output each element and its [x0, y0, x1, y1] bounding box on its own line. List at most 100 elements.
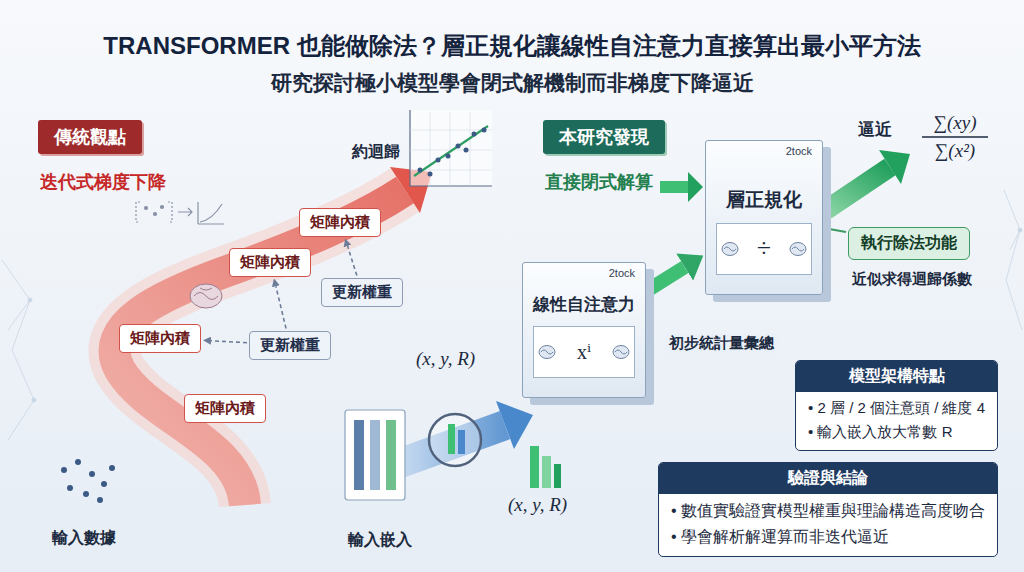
brain-icon — [612, 343, 630, 361]
green-bars — [530, 446, 561, 488]
dot — [482, 128, 487, 133]
chart-dots — [418, 128, 487, 177]
embedding-card — [345, 410, 405, 500]
dot — [464, 148, 469, 153]
connector — [276, 286, 286, 328]
chart-ground — [410, 110, 492, 186]
formula-numerator: ∑(xy) — [933, 112, 976, 135]
brain-fold — [615, 350, 627, 354]
bar — [530, 446, 539, 488]
connector — [648, 267, 685, 290]
brain-fold — [724, 247, 736, 251]
node-text: 更新權重 — [260, 336, 320, 355]
arrow-shaft — [660, 181, 688, 193]
node-text: 矩陣內積 — [195, 399, 255, 418]
arrow-head — [688, 172, 703, 202]
fraction-bar — [922, 136, 988, 138]
dot — [109, 465, 115, 471]
red-flow-glow — [115, 190, 405, 505]
brain-fold — [792, 247, 804, 251]
network-line — [2, 260, 34, 440]
node-text: 2tock — [533, 267, 635, 279]
callout-box: 執行除法功能 — [848, 227, 970, 260]
bracket — [136, 202, 172, 222]
magnifier — [429, 414, 481, 466]
process-box: 矩陣內積 — [229, 248, 311, 277]
subtitle: 研究探討極小模型學會閉式解機制而非梯度下降逼近 — [271, 70, 754, 95]
green-output-arrow — [826, 167, 890, 210]
red-flow-band — [115, 190, 405, 505]
node-text: • 數值實驗證實模型權重與理論構造高度吻合 — [659, 494, 997, 524]
chart-grid — [410, 112, 492, 186]
bar — [554, 464, 561, 488]
brain-icon — [190, 284, 222, 308]
dot — [89, 471, 95, 477]
info-panel: 驗證與結論• 數值實驗證實模型權重與理論構造高度吻合• 學會解析解運算而非迭代逼… — [658, 462, 998, 557]
green-direct-arrow — [660, 172, 703, 202]
connector — [825, 228, 846, 232]
process-box: 矩陣內積 — [119, 324, 201, 353]
edge-label: 初步統計量彙總 — [666, 334, 777, 353]
dot — [436, 158, 441, 163]
gradient-icon — [136, 202, 224, 224]
node-text: 執行除法功能 — [861, 233, 957, 254]
regression-chart — [410, 110, 492, 186]
embed-column — [370, 420, 380, 490]
dot — [154, 213, 157, 216]
brain-fold — [194, 288, 218, 300]
title: TRANSFORMER 也能做除法？層正規化讓線性自注意力直接算出最小平方法 — [0, 30, 1024, 62]
brain-shape — [613, 346, 629, 359]
formula-label: 逼近 — [858, 120, 892, 140]
dot — [83, 491, 89, 497]
node-text: • 2 層 / 2 個注意頭 / 維度 4 — [796, 392, 997, 420]
small-arrow — [178, 208, 192, 216]
dot — [446, 154, 451, 159]
formula-denominator: ∑(x²) — [935, 140, 975, 163]
bar — [542, 456, 551, 488]
input-label: 輸入嵌入 — [348, 530, 412, 549]
info-panel: 模型架構特點• 2 層 / 2 個注意頭 / 維度 4• 輸入嵌入放大常數 R — [795, 360, 998, 451]
card — [345, 410, 405, 500]
dot — [428, 172, 433, 177]
dot — [472, 132, 477, 137]
brain-shape — [539, 346, 555, 359]
node-text: 傳統觀點 — [54, 125, 126, 149]
network-dot — [1018, 228, 1022, 232]
brain-shape — [790, 243, 806, 256]
connector — [348, 246, 357, 276]
dot — [75, 459, 81, 465]
operation-box: ÷ — [716, 223, 812, 275]
layer-block: 2tock層正規化÷ — [705, 140, 823, 295]
node-text: • 學會解析解運算而非迭代逼近 — [659, 524, 997, 556]
lens-bar — [458, 430, 465, 454]
brain-fold — [541, 350, 553, 354]
finding-tag: 本研究發現 — [543, 120, 665, 154]
brain-shape — [190, 284, 222, 308]
dot — [456, 144, 461, 149]
brain-icon — [538, 343, 556, 361]
method-label: 迭代式梯度下降 — [40, 172, 166, 194]
node-text: 矩陣內積 — [130, 329, 190, 348]
update-box: 更新權重 — [249, 331, 331, 360]
blue-arrow-head — [496, 401, 533, 449]
node-text: 本研究發現 — [559, 125, 649, 149]
view-tag: 傳統觀點 — [38, 120, 142, 154]
operation-box: xⁱ — [533, 326, 635, 378]
input-label: 輸入數據 — [52, 528, 116, 547]
node-text: 線性自注意力 — [533, 293, 635, 316]
brain-icon — [789, 240, 807, 258]
brain-shape — [722, 243, 738, 256]
process-box: 矩陣內積 — [299, 208, 381, 237]
input-dots — [61, 459, 115, 503]
node-text: 模型架構特點 — [796, 361, 997, 392]
embed-column — [354, 420, 364, 490]
dot — [161, 206, 164, 209]
network-line — [1004, 190, 1022, 330]
node-text: • 輸入嵌入放大常數 R — [796, 420, 997, 450]
process-box: 矩陣內積 — [184, 394, 266, 423]
dot — [101, 481, 107, 487]
node-text: 矩陣內積 — [240, 253, 300, 272]
green-output-head — [879, 150, 910, 184]
